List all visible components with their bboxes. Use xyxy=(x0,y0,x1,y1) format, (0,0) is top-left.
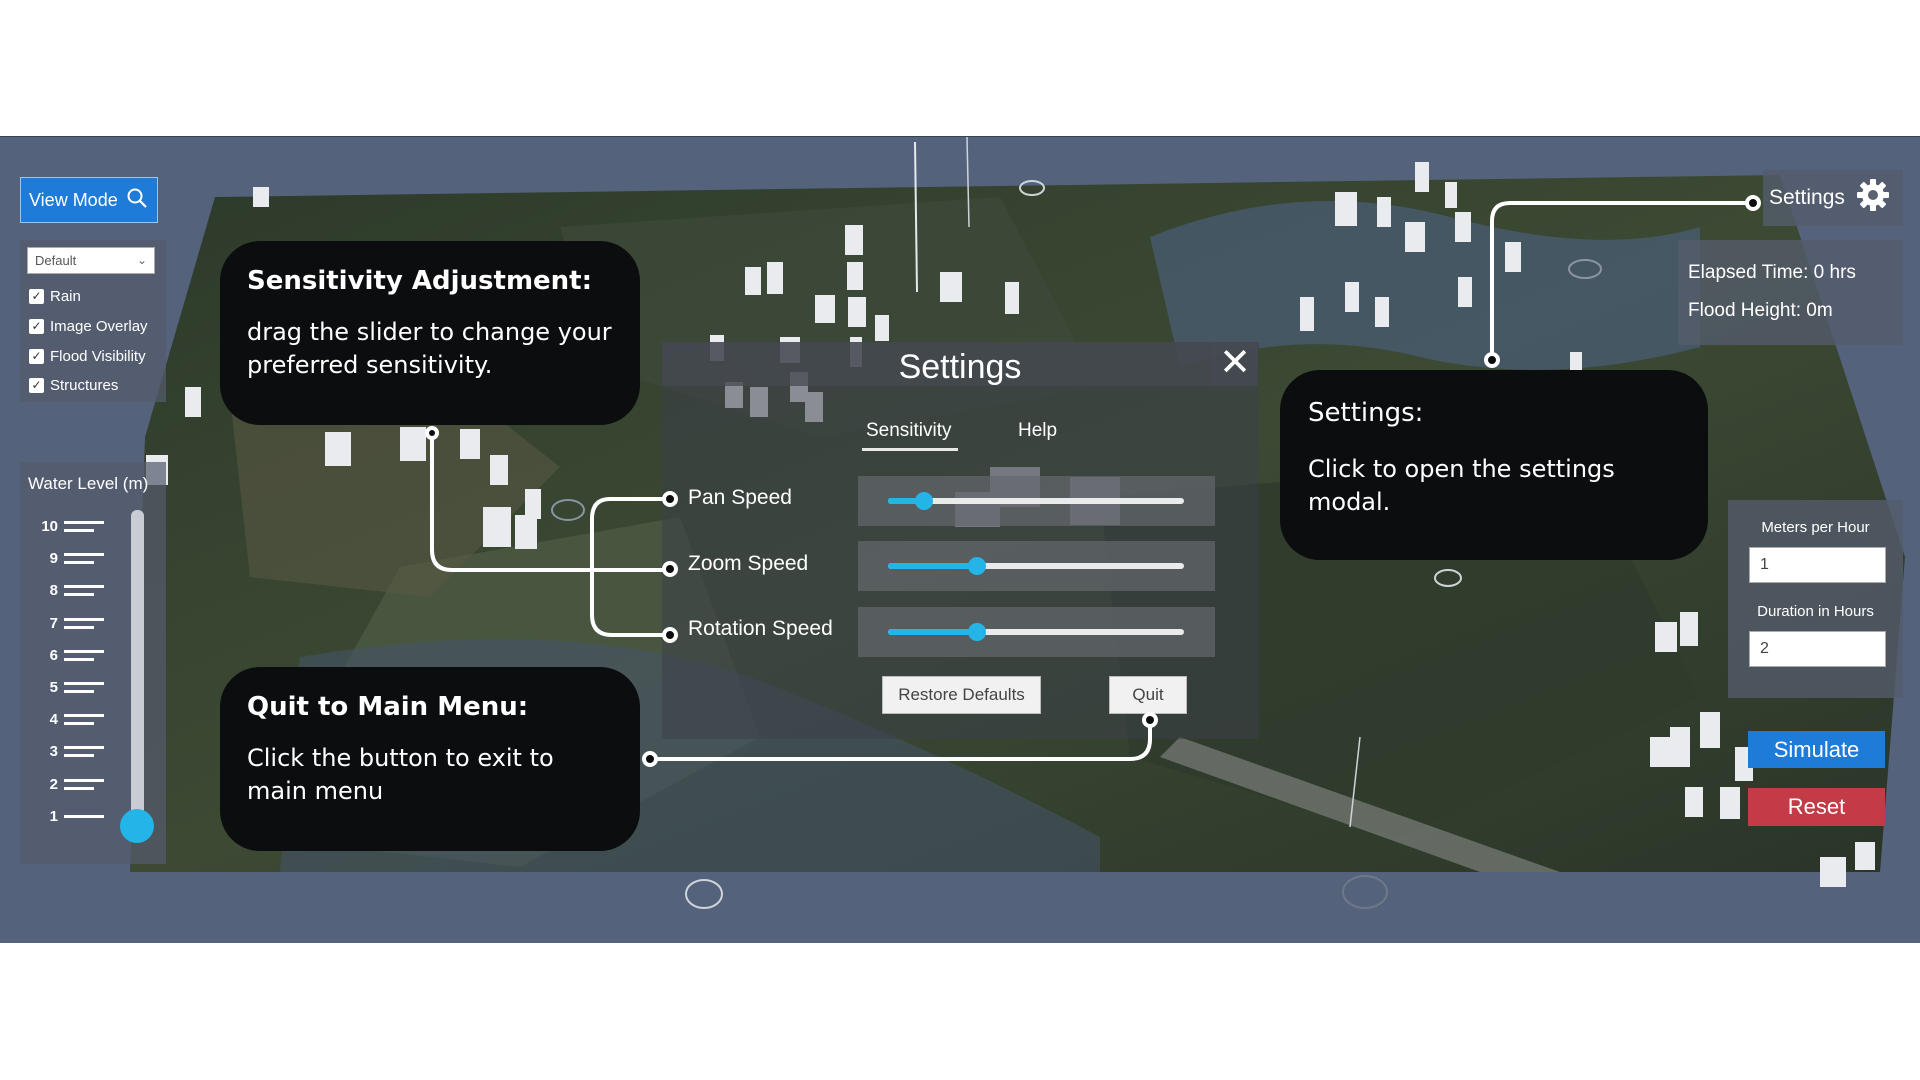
water-level-tick: 6 xyxy=(36,647,104,664)
callout-quit-title: Quit to Main Menu: xyxy=(247,692,529,722)
slider-handle[interactable] xyxy=(967,623,986,641)
checkbox-structures[interactable]: ✓ Structures xyxy=(29,376,118,394)
water-level-tick-label: 1 xyxy=(49,807,58,825)
water-level-tick-label: 6 xyxy=(49,646,58,664)
quit-button[interactable]: Quit xyxy=(1109,676,1187,714)
water-level-tick-mark xyxy=(64,746,104,758)
water-level-tick: 1 xyxy=(36,808,104,825)
simulate-button[interactable]: Simulate xyxy=(1748,731,1885,768)
water-level-tick: 8 xyxy=(36,582,104,599)
duration-input[interactable]: 2 xyxy=(1749,631,1886,667)
water-level-tick-label: 10 xyxy=(41,518,58,535)
close-icon[interactable]: ✕ xyxy=(1212,342,1258,386)
settings-modal-header xyxy=(662,342,1216,386)
zoom-speed-label: Zoom Speed xyxy=(688,552,809,575)
checkbox-image-overlay[interactable]: ✓ Image Overlay xyxy=(29,317,148,335)
water-level-tick: 5 xyxy=(36,679,104,696)
callout-quit-body: Click the button to exit to main menu xyxy=(247,744,554,805)
settings-modal-title: Settings xyxy=(898,348,1022,386)
active-tab-indicator xyxy=(862,448,958,451)
slider-fill xyxy=(888,563,977,569)
rotation-speed-label: Rotation Speed xyxy=(688,617,833,640)
pan-speed-label: Pan Speed xyxy=(688,486,792,509)
water-level-tick-mark xyxy=(64,682,104,693)
duration-label: Duration in Hours xyxy=(1757,603,1874,620)
water-level-tick-mark xyxy=(64,585,104,597)
view-mode-button[interactable]: View Mode xyxy=(20,177,158,223)
slider-fill xyxy=(888,629,977,635)
checkbox-label: Image Overlay xyxy=(50,317,148,335)
chevron-down-icon: ⌄ xyxy=(136,253,147,267)
checkbox-checked-icon: ✓ xyxy=(29,318,44,334)
water-level-tick-label: 2 xyxy=(49,775,58,793)
settings-label: Settings xyxy=(1769,186,1845,209)
water-level-tick: 9 xyxy=(36,550,104,567)
callout-settings-title: Settings: xyxy=(1308,398,1424,428)
checkbox-flood-visibility[interactable]: ✓ Flood Visibility xyxy=(29,347,146,365)
settings-button[interactable]: Settings xyxy=(1763,170,1903,226)
elapsed-time: Elapsed Time: 0 hrs xyxy=(1688,262,1856,283)
water-level-tick-mark xyxy=(64,814,104,818)
water-level-tick-mark xyxy=(64,521,104,532)
callout-sensitivity-body: drag the slider to change your preferred… xyxy=(247,318,612,379)
water-level-tick: 2 xyxy=(36,776,104,793)
water-level-tick-label: 5 xyxy=(49,679,58,696)
meters-per-hour-input[interactable]: 1 xyxy=(1749,547,1886,583)
water-level-tick-mark xyxy=(64,617,104,629)
slider-track xyxy=(888,563,1184,569)
slider-handle[interactable] xyxy=(967,557,986,575)
water-level-tick-label: 7 xyxy=(49,614,58,632)
water-level-tick: 4 xyxy=(36,711,104,728)
water-level-tick-mark xyxy=(64,553,104,565)
gear-icon xyxy=(1855,177,1891,219)
slider-fill xyxy=(888,498,924,504)
flood-height: Flood Height: 0m xyxy=(1688,300,1833,321)
callout-sensitivity-title: Sensitivity Adjustment: xyxy=(247,266,593,296)
slider-handle[interactable] xyxy=(914,492,933,510)
water-level-tick: 3 xyxy=(36,743,104,760)
status-panel xyxy=(1678,240,1903,345)
checkbox-label: Flood Visibility xyxy=(50,347,146,365)
water-level-tick-mark xyxy=(64,649,104,661)
view-mode-label: View Mode xyxy=(29,189,118,210)
layer-select-value: Default xyxy=(35,253,77,268)
callout-settings-body: Click to open the settings modal. xyxy=(1308,455,1615,516)
reset-button[interactable]: Reset xyxy=(1748,788,1885,826)
rotation-speed-slider[interactable] xyxy=(858,607,1215,657)
water-level-tick-mark xyxy=(64,778,104,790)
water-level-tick-label: 9 xyxy=(49,550,58,568)
callout-settings: Settings: Click to open the settings mod… xyxy=(1280,370,1708,560)
restore-defaults-button[interactable]: Restore Defaults xyxy=(882,676,1041,714)
checkbox-checked-icon: ✓ xyxy=(29,288,44,304)
zoom-speed-slider[interactable] xyxy=(858,541,1215,591)
water-level-tick-label: 8 xyxy=(49,582,58,600)
pan-speed-slider[interactable] xyxy=(858,476,1215,526)
water-level-tick: 10 xyxy=(36,518,104,535)
tab-sensitivity[interactable]: Sensitivity xyxy=(866,420,952,441)
callout-sensitivity: Sensitivity Adjustment: drag the slider … xyxy=(220,241,640,425)
water-level-slider-handle[interactable] xyxy=(120,809,154,843)
checkbox-label: Rain xyxy=(50,287,81,305)
tab-help[interactable]: Help xyxy=(1018,420,1058,441)
water-level-tick-mark xyxy=(64,714,104,726)
meters-per-hour-label: Meters per Hour xyxy=(1761,519,1870,536)
checkbox-checked-icon: ✓ xyxy=(29,348,44,364)
checkbox-label: Structures xyxy=(50,376,119,394)
search-icon xyxy=(126,187,148,214)
water-level-slider-track[interactable] xyxy=(131,510,144,828)
slider-track xyxy=(888,629,1184,635)
callout-quit: Quit to Main Menu: Click the button to e… xyxy=(220,667,640,851)
water-level-tick-label: 4 xyxy=(49,711,58,729)
layer-select[interactable]: Default ⌄ xyxy=(27,247,155,274)
checkbox-rain[interactable]: ✓ Rain xyxy=(29,287,81,305)
water-level-tick: 7 xyxy=(36,615,104,632)
water-level-tick-label: 3 xyxy=(49,743,58,761)
slider-track xyxy=(888,498,1184,504)
settings-modal xyxy=(662,342,1259,739)
water-level-title: Water Level (m) xyxy=(28,474,149,493)
checkbox-checked-icon: ✓ xyxy=(29,377,44,393)
